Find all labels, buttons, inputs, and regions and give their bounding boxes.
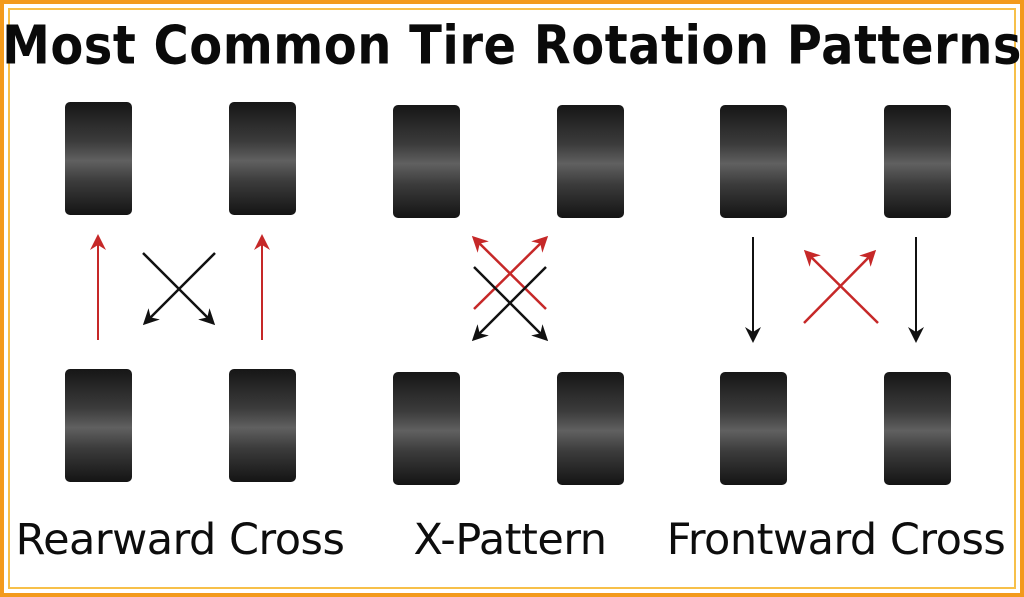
xpattern-front-right-tire: [557, 105, 624, 218]
rearward-cross-arrow-a: [142, 252, 216, 326]
diagram-title: Most Common Tire Rotation Patterns: [2, 14, 1022, 77]
rearward-rear-right-tire: [229, 369, 296, 482]
frontward-cross-arrow-a: [803, 249, 879, 324]
xpattern-rear-right-tire: [557, 372, 624, 485]
frontward-front-right-tire: [884, 105, 951, 218]
xpattern-front-left-tire: [393, 105, 460, 218]
frontward-rear-left-tire: [720, 372, 787, 485]
x-pattern-label: X-Pattern: [413, 515, 607, 565]
xpattern-black-arrow-b: [471, 266, 547, 342]
rearward-cross-label: Rearward Cross: [15, 515, 345, 565]
xpattern-rear-left-tire: [393, 372, 460, 485]
xpattern-red-arrow-b: [473, 235, 549, 310]
rearward-front-left-tire: [65, 102, 132, 215]
rearward-front-right-tire: [229, 102, 296, 215]
frontward-cross-arrow-b: [803, 249, 877, 324]
rearward-cross-arrow-b: [142, 252, 216, 326]
frontward-front-left-tire: [720, 105, 787, 218]
rearward-rear-left-tire: [65, 369, 132, 482]
frame-inner-border: [8, 8, 1016, 589]
frontward-cross-label: Frontward Cross: [666, 515, 1006, 565]
frontward-rear-right-tire: [884, 372, 951, 485]
